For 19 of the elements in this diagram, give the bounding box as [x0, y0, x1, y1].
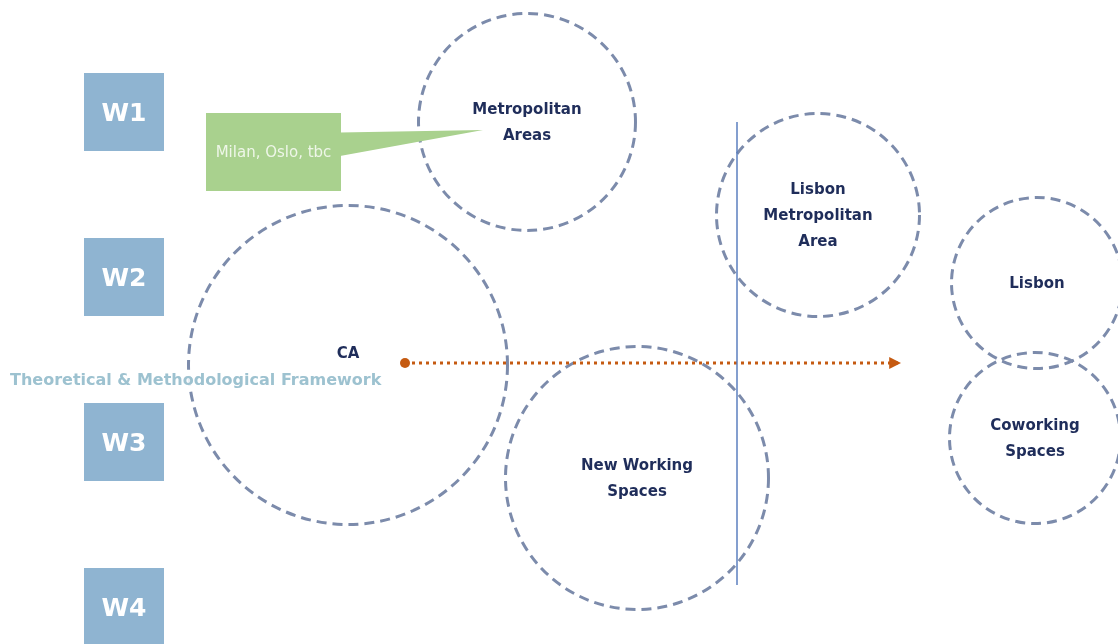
work-package-box — [84, 73, 164, 151]
callout-box — [206, 113, 341, 191]
circle-label: Coworking Spaces — [989, 414, 1081, 462]
circle-label: Metropolitan Areas — [471, 98, 583, 146]
work-package-label: W1 — [100, 97, 148, 127]
callout-pointer — [340, 130, 483, 156]
dotted-arrow — [400, 357, 902, 369]
work-package-label: W3 — [100, 427, 148, 457]
work-package-box — [84, 403, 164, 481]
circle-label: New Working Spaces — [579, 454, 695, 502]
work-package-label: W2 — [100, 262, 148, 292]
work-package-box — [84, 568, 164, 644]
work-package-box — [84, 238, 164, 316]
circle-label: Lisbon — [1008, 272, 1066, 294]
circle-label: CA — [335, 342, 361, 364]
framework-label: Theoretical & Methodological Framework — [10, 370, 382, 389]
circle-label: Lisbon Metropolitan Area — [762, 178, 874, 253]
callout-text: Milan, Oslo, tbc — [214, 141, 333, 163]
work-package-label: W4 — [100, 592, 148, 622]
